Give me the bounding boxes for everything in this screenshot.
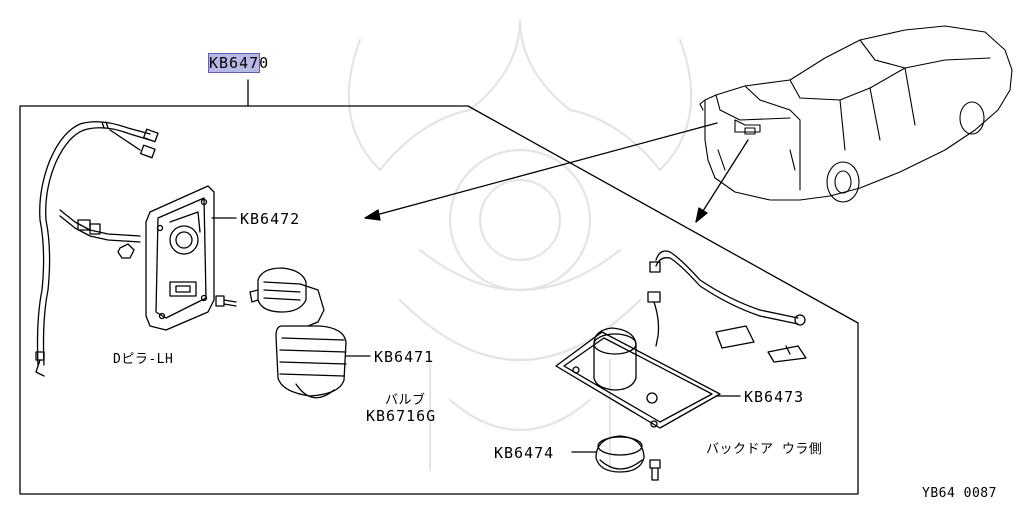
back-door-label: バックドア ウラ側 — [706, 442, 823, 457]
d-pillar-harness — [35, 121, 159, 377]
back-door-harness — [647, 250, 807, 363]
lamp-bracket-kb6472 — [145, 185, 215, 331]
group-box-outline — [19, 105, 859, 495]
lamp-housing-kb6473 — [555, 327, 721, 429]
callout-kb6471[interactable]: KB6471 — [374, 348, 435, 366]
part-number-highlight: KB647 — [207, 53, 261, 73]
pillar-label: Dピラ-LH — [113, 352, 174, 367]
part-number-suffix: 0 — [259, 54, 270, 72]
bulb-label: バルブ — [385, 393, 426, 408]
callout-kb6473[interactable]: KB6473 — [744, 388, 805, 406]
diagram-code: YB64 0087 — [922, 486, 997, 501]
screw-icon — [215, 295, 237, 307]
callout-kb6472[interactable]: KB6472 — [240, 210, 301, 228]
bulb-socket-kb6471 — [249, 267, 347, 399]
cap-kb6474 — [595, 435, 645, 473]
group-part-number[interactable]: KB6470 — [207, 53, 270, 73]
watermark-emblem — [347, 18, 693, 472]
callout-kb6716g[interactable]: KB6716G — [366, 407, 437, 425]
screw-icon — [649, 459, 661, 481]
vehicle-illustration — [699, 25, 1013, 203]
pointer-arrows — [364, 122, 749, 223]
callout-kb6474[interactable]: KB6474 — [494, 444, 555, 462]
